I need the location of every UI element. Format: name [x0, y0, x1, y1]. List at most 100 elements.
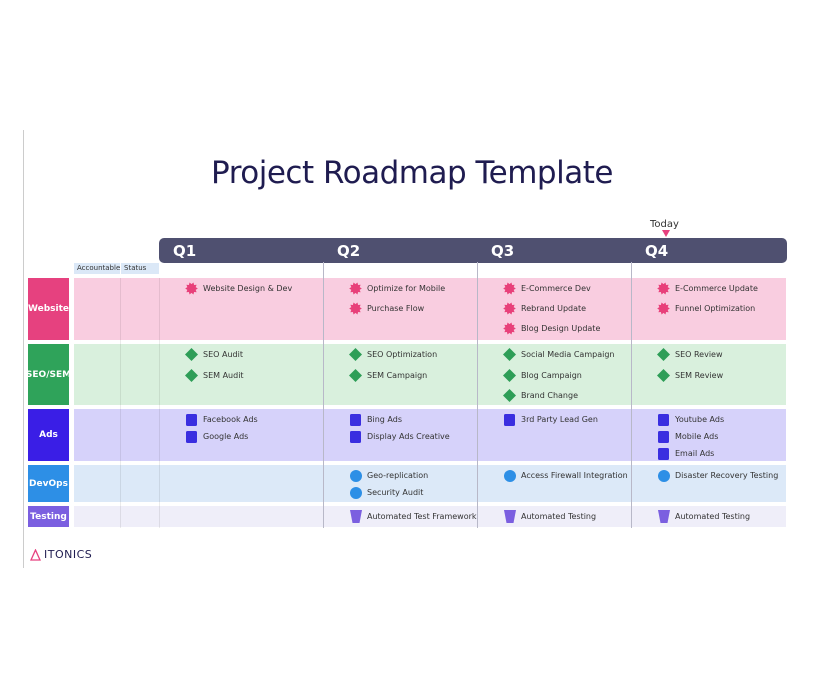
item-label: Optimize for Mobile: [367, 284, 446, 293]
item-label: Google Ads: [203, 432, 249, 441]
today-marker-icon: [662, 230, 670, 237]
star-icon: [657, 302, 670, 315]
square-icon: [185, 430, 198, 443]
roadmap-item[interactable]: Security Audit: [349, 486, 423, 499]
roadmap-item[interactable]: Optimize for Mobile: [349, 282, 445, 295]
logo-text: ITONICS: [44, 548, 93, 561]
diamond-icon: [503, 389, 516, 402]
row-label-ads: Ads: [28, 409, 69, 461]
circle-icon: [349, 486, 362, 499]
item-label: SEM Review: [675, 370, 724, 380]
star-icon: [185, 282, 198, 295]
item-label: Mobile Ads: [675, 432, 719, 441]
item-label: Blog Campaign: [521, 370, 582, 380]
accountable-header: Accountable: [74, 263, 120, 274]
item-label: Access Firewall Integration: [521, 471, 628, 480]
roadmap-item[interactable]: Mobile Ads: [657, 430, 718, 443]
item-label: Social Media Campaign: [521, 350, 615, 359]
roadmap-item[interactable]: Geo-replication: [349, 469, 428, 482]
roadmap-item[interactable]: Youtube Ads: [657, 413, 724, 426]
item-label: Email Ads: [675, 449, 715, 458]
roadmap-item[interactable]: Blog Design Update: [503, 322, 600, 335]
roadmap-item[interactable]: Rebrand Update: [503, 302, 586, 315]
item-label: Display Ads Creative: [367, 432, 450, 441]
diamond-icon: [657, 348, 670, 361]
quarter-divider: [477, 262, 478, 528]
diamond-icon: [349, 348, 362, 361]
roadmap-item[interactable]: Purchase Flow: [349, 302, 424, 315]
item-label: SEM Audit: [203, 370, 244, 380]
itonics-logo: ITONICS: [30, 548, 92, 561]
subcolumn-divider: [159, 278, 160, 528]
roadmap-item[interactable]: SEO Optimization: [349, 348, 437, 361]
item-label: Purchase Flow: [367, 304, 425, 313]
item-label: SEO Audit: [203, 350, 243, 359]
item-label: Brand Change: [521, 391, 578, 400]
row-label-testing: Testing: [28, 506, 69, 527]
diamond-icon: [503, 348, 516, 361]
roadmap-item[interactable]: Display Ads Creative: [349, 430, 450, 443]
item-label: 3rd Party Lead Gen: [521, 415, 598, 424]
roadmap-item[interactable]: E-Commerce Update: [657, 282, 758, 295]
item-label: Geo-replication: [367, 471, 429, 480]
roadmap-item[interactable]: Google Ads: [185, 430, 248, 443]
roadmap-item[interactable]: Disaster Recovery Testing: [657, 469, 778, 482]
quarter-label-q1: Q1: [173, 242, 197, 260]
item-label: Rebrand Update: [521, 304, 587, 313]
diamond-icon: [185, 368, 198, 382]
status-header: Status: [121, 263, 159, 274]
roadmap-item[interactable]: SEM Audit: [185, 368, 244, 382]
quarter-label-q2: Q2: [337, 242, 361, 260]
item-label: Blog Design Update: [521, 324, 601, 333]
item-label: Automated Test Framework: [367, 512, 477, 521]
square-icon: [503, 413, 516, 426]
circle-icon: [503, 469, 516, 482]
roadmap-item[interactable]: Automated Test Framework: [349, 510, 477, 523]
square-icon: [349, 430, 362, 443]
roadmap-item[interactable]: 3rd Party Lead Gen: [503, 413, 598, 426]
logo-icon: [30, 548, 41, 561]
square-icon: [657, 447, 670, 460]
roadmap-item[interactable]: Email Ads: [657, 447, 714, 460]
trapezoid-icon: [503, 510, 516, 523]
roadmap-item[interactable]: Social Media Campaign: [503, 348, 614, 361]
item-label: Disaster Recovery Testing: [675, 471, 779, 480]
roadmap-item[interactable]: SEM Review: [657, 368, 724, 382]
circle-icon: [657, 469, 670, 482]
page-title: Project Roadmap Template: [211, 155, 613, 191]
row-label-devops: DevOps: [28, 465, 69, 502]
roadmap-item[interactable]: Blog Campaign: [503, 368, 582, 382]
star-icon: [503, 322, 516, 335]
square-icon: [349, 413, 362, 426]
item-label: Facebook Ads: [203, 415, 258, 424]
roadmap-item[interactable]: SEO Audit: [185, 348, 243, 361]
roadmap-item[interactable]: SEO Review: [657, 348, 723, 361]
quarter-label-q4: Q4: [645, 242, 669, 260]
roadmap-item[interactable]: E-Commerce Dev: [503, 282, 591, 295]
item-label: Automated Testing: [675, 512, 751, 521]
quarter-divider: [323, 262, 324, 528]
item-label: SEO Optimization: [367, 350, 438, 359]
row-lane: [74, 506, 786, 527]
roadmap-item[interactable]: Website Design & Dev: [185, 282, 292, 295]
roadmap-item[interactable]: Access Firewall Integration: [503, 469, 628, 482]
star-icon: [349, 282, 362, 295]
trapezoid-icon: [657, 510, 670, 523]
row-label-seo-sem: SEO/SEM: [26, 344, 71, 405]
roadmap-item[interactable]: Bing Ads: [349, 413, 402, 426]
roadmap-item[interactable]: SEM Campaign: [349, 368, 427, 382]
item-label: E-Commerce Dev: [521, 284, 591, 293]
item-label: Automated Testing: [521, 512, 597, 521]
item-label: SEO Review: [675, 350, 723, 359]
diamond-icon: [349, 368, 362, 382]
subcolumn-divider: [120, 278, 121, 528]
row-label-website: Website: [28, 278, 69, 340]
roadmap-item[interactable]: Automated Testing: [503, 510, 596, 523]
item-label: Funnel Optimization: [675, 304, 756, 313]
roadmap-item[interactable]: Brand Change: [503, 389, 578, 402]
roadmap-item[interactable]: Funnel Optimization: [657, 302, 755, 315]
roadmap-item[interactable]: Facebook Ads: [185, 413, 258, 426]
item-label: Youtube Ads: [675, 415, 725, 424]
square-icon: [657, 413, 670, 426]
roadmap-item[interactable]: Automated Testing: [657, 510, 750, 523]
